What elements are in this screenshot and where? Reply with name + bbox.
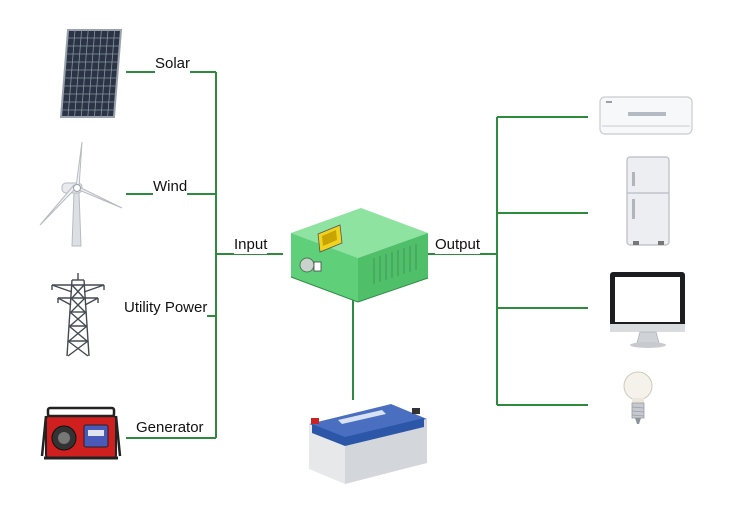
label-output: Output	[435, 236, 481, 254]
label-utility-power: Utility Power	[124, 299, 208, 317]
generator-icon	[40, 406, 122, 460]
label-solar: Solar	[155, 55, 191, 73]
transmission-tower-icon	[51, 273, 105, 357]
battery-icon	[309, 404, 427, 484]
label-input: Input	[234, 236, 268, 254]
wind-turbine-icon	[39, 141, 123, 247]
monitor-icon	[610, 272, 685, 348]
air-conditioner-icon	[599, 96, 693, 135]
label-wind: Wind	[153, 178, 188, 196]
light-bulb-icon	[623, 371, 653, 424]
inverter-icon	[290, 208, 429, 303]
refrigerator-icon	[626, 156, 670, 246]
solar-panel-icon	[59, 29, 123, 118]
label-generator: Generator	[136, 419, 204, 437]
